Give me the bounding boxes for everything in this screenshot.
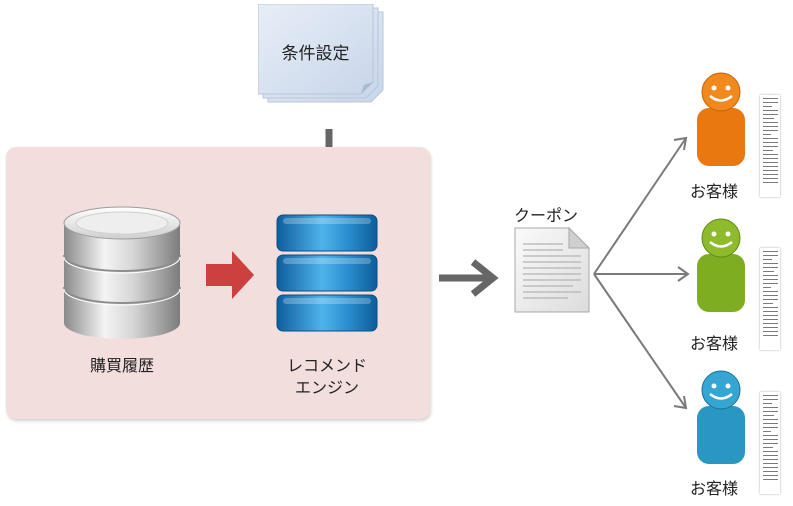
history-label: 購買履歴 [89,356,154,375]
engine-label-line2: エンジン [294,378,359,397]
receipt-icon [760,248,780,350]
customer-label: お客様 [690,479,739,498]
fanout-arrows [593,136,690,410]
engine-label-line1: レコメンド [286,356,367,375]
customer-icon [697,72,745,166]
right-arrow-red-icon [206,251,254,299]
arrow-to-customer-3 [593,273,687,409]
customer-icon [697,218,745,312]
conditions-label: 条件設定 [281,44,350,64]
engine-icon [276,214,378,332]
coupon-document-icon [514,226,591,313]
customer-icon [697,370,745,464]
receipt-icon [760,392,780,494]
right-arrow-grey-icon [439,259,499,297]
receipt-icon [760,95,780,197]
note-stack-icon [258,4,384,103]
coupon-label: クーポン [514,206,579,225]
conditions-note: 条件設定 [258,4,393,114]
database-icon [63,206,181,339]
customer-label: お客様 [690,182,739,201]
arrow-to-customer-1 [593,137,687,275]
customer-label: お客様 [690,334,739,353]
